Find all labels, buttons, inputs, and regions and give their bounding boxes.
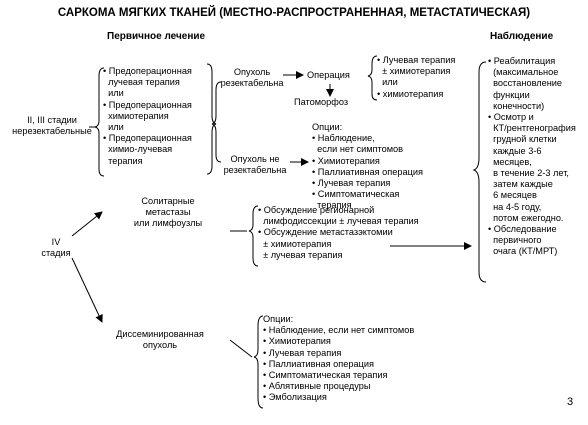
resectable-line: Опухоль <box>233 67 271 77</box>
brace-preop-right <box>206 63 217 175</box>
disseminated-options: Опции: • Наблюдение, если нет симптомов … <box>263 314 414 404</box>
header-followup: Наблюдение <box>490 31 554 42</box>
brace-dissem <box>253 315 264 409</box>
dissem-option-line: Опции: <box>263 314 294 324</box>
nonres-option-line: терапия <box>312 200 352 211</box>
followup-line: восстановление <box>488 78 563 89</box>
followup-line: КТ/рентгенография <box>488 123 576 134</box>
pathomorphosis-label: Патоморфоз <box>294 97 349 107</box>
followup-line: грудной клетки <box>488 134 557 145</box>
postop-option-line: • Лучевая терапия <box>377 55 456 65</box>
followup-line: очага (КТ/МРТ) <box>488 246 558 257</box>
solitary-option-line: ± химиотерапия <box>258 238 332 249</box>
stage-2-3-line: нерезектабельные <box>12 126 92 137</box>
solitary-options: • Обсуждение регионарной лимфодиссекции … <box>258 205 419 261</box>
followup-line: (максимальное <box>488 67 559 78</box>
postop-option-line: • химиотерапия <box>377 88 444 99</box>
preop-option-line: лучевая терапия <box>103 77 180 88</box>
solitary-line: Солитарные <box>141 196 195 206</box>
solitary-option-line: ± лучевая терапия <box>258 249 343 260</box>
preop-option-line: или <box>103 88 124 99</box>
preop-option-line: терапия <box>103 155 143 166</box>
preop-option-line: • Предоперационная <box>103 133 192 144</box>
followup-line: каждые 3-6 <box>488 145 542 156</box>
diagram-title: САРКОМА МЯГКИХ ТКАНЕЙ (МЕСТНО-РАСПРОСТРА… <box>57 7 531 19</box>
followup-line: • Осмотр и <box>488 112 534 123</box>
nonres-option-line: если нет симптомов <box>312 144 404 155</box>
postop-option-line: ± химиотерапия <box>377 66 451 77</box>
nonresectable-options: Опции: • Наблюдение, если нет симптомов … <box>312 122 423 212</box>
solitary-metastases-label: Солитарные метастазы или лимфоузлы <box>108 196 228 230</box>
dissem-option-line: • Химиотерапия <box>263 336 331 347</box>
dissem-option-line: • Аблятивные процедуры <box>263 381 371 392</box>
solitary-option-line: • Обсуждение регионарной <box>258 205 375 215</box>
followup-line: • Обследование <box>488 224 557 235</box>
solitary-option-line: лимфодиссекции ± лучевая терапия <box>258 216 419 227</box>
nonresectable-line: резектабельна <box>223 165 287 176</box>
preop-option-line: • Предоперационная <box>103 66 192 76</box>
preop-options: • Предоперационная лучевая терапия или •… <box>103 66 192 167</box>
followup-line: функции <box>488 89 530 100</box>
followup-line: на 4-5 году, <box>488 201 542 212</box>
brace-resect <box>211 81 222 163</box>
postop-option-line: или <box>377 77 398 88</box>
preop-option-line: • Предоперационная <box>103 99 192 110</box>
solitary-line: или лимфоузлы <box>133 218 203 229</box>
preop-option-line: химиотерапия <box>103 110 169 121</box>
brace-postop <box>367 55 378 101</box>
followup-line: в течение 2-3 лет, <box>488 168 569 179</box>
preop-option-line: химио-лучевая <box>103 144 173 155</box>
nonres-option-line: • Паллиативная операция <box>312 166 423 177</box>
stage-4-label: IV стадия <box>36 237 76 259</box>
operation-label: Операция <box>307 70 350 80</box>
followup-line: месяцев, <box>488 156 532 167</box>
stage-2-3-label: II, III стадии нерезектабельные <box>6 115 98 137</box>
arrow-stage4-solitary <box>71 211 103 237</box>
followup-line: 6 месяцев <box>488 190 537 201</box>
stage-4-line: IV <box>51 237 61 247</box>
nonres-option-line: Опции: <box>312 122 343 132</box>
postop-options: • Лучевая терапия ± химиотерапия или • х… <box>377 55 455 100</box>
followup-line: • Реабилитация <box>488 56 556 66</box>
arrow-dissem-options <box>229 339 253 358</box>
followup-line: затем каждые <box>488 179 553 190</box>
stage-4-line: стадия <box>41 248 71 259</box>
arrow-stage4-dissem <box>71 257 103 323</box>
nonresectable-line: Опухоль не <box>230 154 280 164</box>
followup-items: • Реабилитация (максимальное восстановле… <box>488 56 576 258</box>
header-primary-treatment: Первичное лечение <box>107 31 206 42</box>
nonres-option-line: • Наблюдение, <box>312 133 375 144</box>
solitary-option-line: • Обсуждение метастазэктомии <box>258 227 393 238</box>
disseminated-tumor-label: Диссеминированная опухоль <box>100 329 220 351</box>
disseminated-line: опухоль <box>142 340 178 351</box>
resectable-line: резектабельна <box>220 78 284 89</box>
brace-solitary <box>248 205 259 267</box>
stage-2-3-line: II, III стадии <box>27 115 77 125</box>
dissem-option-line: • Лучевая терапия <box>263 347 342 358</box>
nonres-option-line: • Химиотерапия <box>312 155 380 166</box>
followup-line: первичного <box>488 235 542 246</box>
nonres-option-line: • Симптоматическая <box>312 189 400 200</box>
dissem-option-line: • Симптоматическая терапия <box>263 370 388 381</box>
brace-followup <box>472 61 487 283</box>
disseminated-line: Диссеминированная <box>116 329 204 339</box>
resectable-label: Опухоль резектабельна <box>216 67 288 89</box>
nonres-option-line: • Лучевая терапия <box>312 178 391 189</box>
dissem-option-line: • Эмболизация <box>263 392 327 403</box>
solitary-line: метастазы <box>145 207 191 218</box>
followup-line: конечности) <box>488 100 545 111</box>
dissem-option-line: • Наблюдение, если нет симптомов <box>263 325 415 336</box>
nonresectable-label: Опухоль не резектабельна <box>218 154 292 176</box>
dissem-option-line: • Паллиативная операция <box>263 358 374 369</box>
followup-line: потом ежегодно. <box>488 212 564 223</box>
page-number: 3 <box>567 396 574 408</box>
preop-option-line: или <box>103 122 124 133</box>
